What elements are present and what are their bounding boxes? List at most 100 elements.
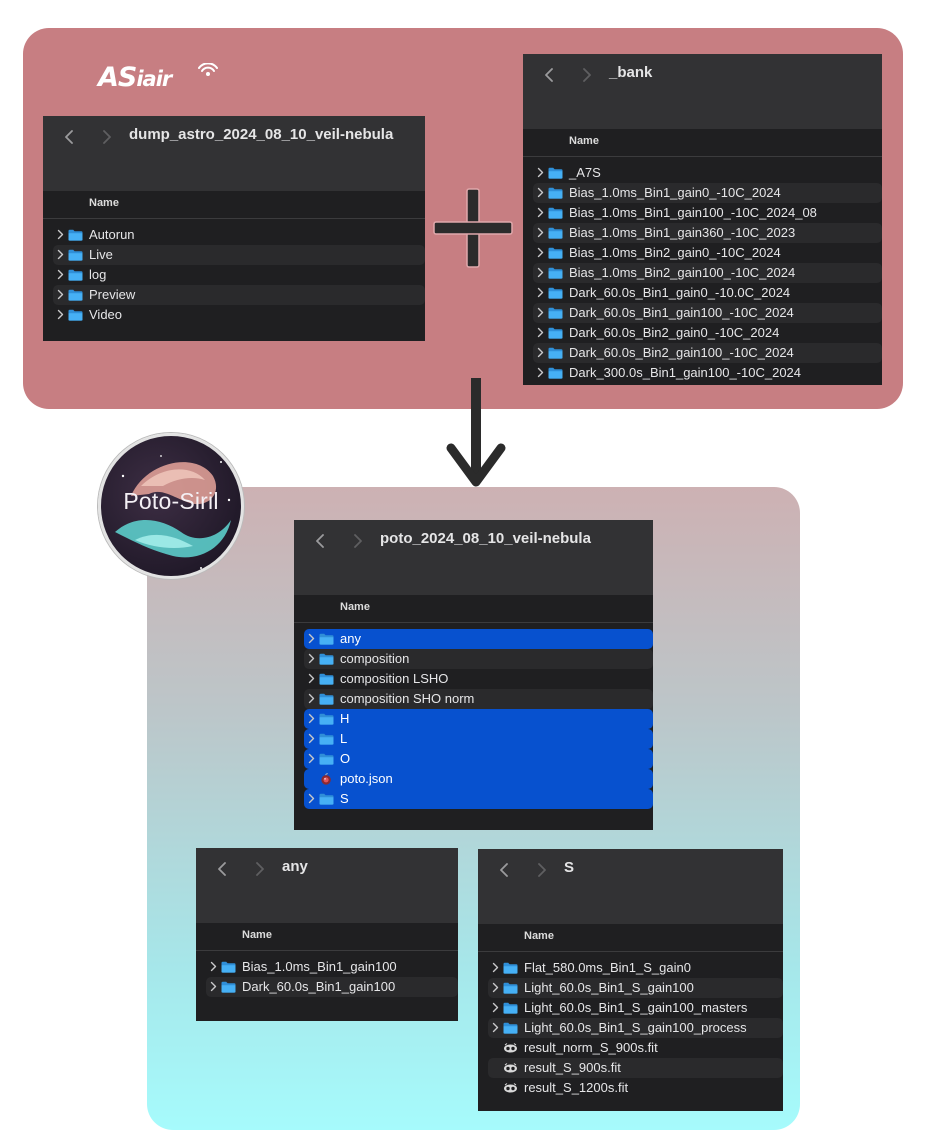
disclosure-chevron-icon[interactable] xyxy=(308,693,315,704)
disclosure-chevron-icon[interactable] xyxy=(492,962,499,973)
list-item[interactable]: composition LSHO xyxy=(304,669,653,689)
disclosure-chevron-icon[interactable] xyxy=(537,267,544,278)
list-item[interactable]: Bias_1.0ms_Bin2_gain100_-10C_2024 xyxy=(533,263,882,283)
list-item[interactable]: poto.json xyxy=(304,769,653,789)
list-item[interactable]: composition xyxy=(304,649,653,669)
list-item[interactable]: result_norm_S_900s.fit xyxy=(488,1038,783,1058)
list-item[interactable]: H xyxy=(304,709,653,729)
disclosure-chevron-icon[interactable] xyxy=(308,653,315,664)
window-titlebar[interactable]: poto_2024_08_10_veil-nebula xyxy=(294,520,653,595)
list-item[interactable]: Dark_60.0s_Bin1_gain100_-10C_2024 xyxy=(533,303,882,323)
disclosure-chevron-icon[interactable] xyxy=(537,207,544,218)
disclosure-chevron-icon[interactable] xyxy=(308,733,315,744)
list-item[interactable]: Dark_60.0s_Bin2_gain100_-10C_2024 xyxy=(533,343,882,363)
list-item[interactable]: Preview xyxy=(53,285,425,305)
disclosure-chevron-icon[interactable] xyxy=(57,249,64,260)
forward-chevron-icon[interactable] xyxy=(350,534,364,548)
disclosure-chevron-icon[interactable] xyxy=(492,1002,499,1013)
list-item-label: Dark_60.0s_Bin1_gain100 xyxy=(242,979,396,994)
list-item[interactable]: Bias_1.0ms_Bin1_gain360_-10C_2023 xyxy=(533,223,882,243)
list-item[interactable]: Live xyxy=(53,245,425,265)
list-item[interactable]: Bias_1.0ms_Bin1_gain100_-10C_2024_08 xyxy=(533,203,882,223)
list-item-label: Bias_1.0ms_Bin1_gain100 xyxy=(242,959,397,974)
window-titlebar[interactable]: _bank xyxy=(523,54,882,129)
list-item[interactable]: Autorun xyxy=(53,225,425,245)
list-item-label: Dark_60.0s_Bin2_gain100_-10C_2024 xyxy=(569,345,794,360)
plus-icon xyxy=(433,188,513,268)
back-chevron-icon[interactable] xyxy=(314,534,328,548)
list-item[interactable]: Light_60.0s_Bin1_S_gain100_masters xyxy=(488,998,783,1018)
list-item[interactable]: result_S_1200s.fit xyxy=(488,1078,783,1098)
disclosure-chevron-icon[interactable] xyxy=(210,981,217,992)
column-header-label: Name xyxy=(569,135,599,147)
disclosure-chevron-icon[interactable] xyxy=(308,753,315,764)
forward-chevron-icon[interactable] xyxy=(579,68,593,82)
back-chevron-icon[interactable] xyxy=(543,68,557,82)
disclosure-chevron-icon[interactable] xyxy=(308,793,315,804)
list-item-label: Light_60.0s_Bin1_S_gain100_masters xyxy=(524,1000,748,1015)
disclosure-chevron-icon[interactable] xyxy=(537,287,544,298)
disclosure-chevron-icon[interactable] xyxy=(210,961,217,972)
window-titlebar[interactable]: any xyxy=(196,848,458,923)
disclosure-chevron-icon[interactable] xyxy=(537,167,544,178)
folder-icon xyxy=(548,367,563,379)
back-chevron-icon[interactable] xyxy=(63,130,77,144)
list-item[interactable]: Dark_60.0s_Bin1_gain0_-10.0C_2024 xyxy=(533,283,882,303)
disclosure-chevron-icon[interactable] xyxy=(492,1022,499,1033)
name-column-header[interactable]: Name xyxy=(43,191,425,219)
list-item[interactable]: Dark_300.0s_Bin1_gain100_-10C_2024 xyxy=(533,363,882,383)
disclosure-chevron-icon[interactable] xyxy=(308,673,315,684)
disclosure-chevron-icon[interactable] xyxy=(308,633,315,644)
name-column-header[interactable]: Name xyxy=(523,129,882,157)
list-item-label: Dark_60.0s_Bin2_gain0_-10C_2024 xyxy=(569,325,780,340)
list-item[interactable]: log xyxy=(53,265,425,285)
forward-chevron-icon[interactable] xyxy=(99,130,113,144)
back-chevron-icon[interactable] xyxy=(216,862,230,876)
list-item[interactable]: Bias_1.0ms_Bin1_gain0_-10C_2024 xyxy=(533,183,882,203)
window-titlebar[interactable]: S xyxy=(478,849,783,924)
forward-chevron-icon[interactable] xyxy=(252,862,266,876)
list-item-label: Light_60.0s_Bin1_S_gain100 xyxy=(524,980,694,995)
disclosure-chevron-icon[interactable] xyxy=(537,347,544,358)
forward-chevron-icon[interactable] xyxy=(534,863,548,877)
list-item[interactable]: Video xyxy=(53,305,425,325)
list-item-label: composition SHO norm xyxy=(340,691,475,706)
name-column-header[interactable]: Name xyxy=(294,595,653,623)
list-item[interactable]: Light_60.0s_Bin1_S_gain100 xyxy=(488,978,783,998)
list-item[interactable]: Bias_1.0ms_Bin2_gain0_-10C_2024 xyxy=(533,243,882,263)
list-item[interactable]: any xyxy=(304,629,653,649)
disclosure-chevron-icon[interactable] xyxy=(57,289,64,300)
disclosure-chevron-icon[interactable] xyxy=(537,307,544,318)
disclosure-chevron-icon[interactable] xyxy=(537,247,544,258)
list-item[interactable]: Dark_60.0s_Bin1_gain100 xyxy=(206,977,458,997)
list-item[interactable]: O xyxy=(304,749,653,769)
list-item[interactable]: _A7S xyxy=(533,163,882,183)
window-titlebar[interactable]: dump_astro_2024_08_10_veil-nebula xyxy=(43,116,425,191)
disclosure-chevron-icon[interactable] xyxy=(537,327,544,338)
disclosure-chevron-icon[interactable] xyxy=(57,309,64,320)
list-item[interactable]: Flat_580.0ms_Bin1_S_gain0 xyxy=(488,958,783,978)
disclosure-chevron-icon[interactable] xyxy=(57,269,64,280)
name-column-header[interactable]: Name xyxy=(478,924,783,952)
list-item[interactable]: Bias_1.0ms_Bin1_gain100 xyxy=(206,957,458,977)
list-item[interactable]: composition SHO norm xyxy=(304,689,653,709)
disclosure-chevron-icon[interactable] xyxy=(537,227,544,238)
list-item[interactable]: L xyxy=(304,729,653,749)
list-item[interactable]: Light_60.0s_Bin1_S_gain100_process xyxy=(488,1018,783,1038)
list-item[interactable]: S xyxy=(304,789,653,809)
list-item[interactable]: Dark_60.0s_Bin2_gain0_-10C_2024 xyxy=(533,323,882,343)
disclosure-chevron-icon[interactable] xyxy=(57,229,64,240)
disclosure-chevron-icon[interactable] xyxy=(537,187,544,198)
disclosure-chevron-icon[interactable] xyxy=(308,713,315,724)
back-chevron-icon[interactable] xyxy=(498,863,512,877)
list-item[interactable]: result_S_900s.fit xyxy=(488,1058,783,1078)
disclosure-chevron-icon[interactable] xyxy=(537,367,544,378)
name-column-header[interactable]: Name xyxy=(196,923,458,951)
disclosure-chevron-icon[interactable] xyxy=(492,982,499,993)
folder-icon xyxy=(221,961,236,973)
